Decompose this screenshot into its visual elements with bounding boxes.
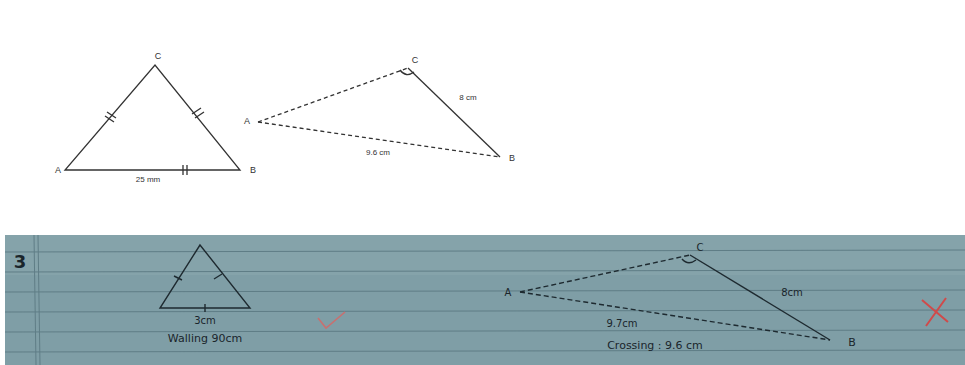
equal-tick [105,112,116,122]
handwritten-note: Crossing : 9.6 cm [607,340,703,352]
hand-triangle-small [160,245,250,312]
triangle-abc [65,65,240,175]
solid-side [408,68,500,157]
vertex-label: C [155,52,162,62]
ruled-lines [5,235,965,365]
equal-tick [192,108,204,118]
dimension-label: 25 mm [136,176,160,185]
equal-tick [183,165,187,175]
dashed-side [258,122,500,157]
dimension-label: 8cm [781,287,803,298]
notebook-photo [5,235,965,365]
cross-mark [922,298,948,326]
vertex-label: C [412,56,419,66]
vertex-label: B [509,154,515,164]
vertex-label: A [244,117,250,127]
vertex-label: A [505,287,512,298]
triangle-acb [258,68,500,157]
check-mark [318,312,345,328]
triangle-outline [65,65,240,170]
hand-triangle-large [520,255,830,340]
dimension-label: 3cm [194,315,216,326]
dashed-side [258,68,408,122]
dimension-label: 9.7cm [606,318,637,329]
paper-shade [5,235,965,275]
paper-background [5,235,965,365]
question-number: 3 [14,252,27,272]
vertex-label: A [55,166,61,176]
vertex-label: C [697,242,704,253]
vertex-label: B [250,166,256,176]
handwritten-note: Walling 90cm [168,333,242,345]
dimension-label: 9.6 cm [366,149,390,158]
vertex-label: B [848,337,856,349]
dimension-label: 8 cm [459,94,476,103]
angle-arc [400,70,414,75]
